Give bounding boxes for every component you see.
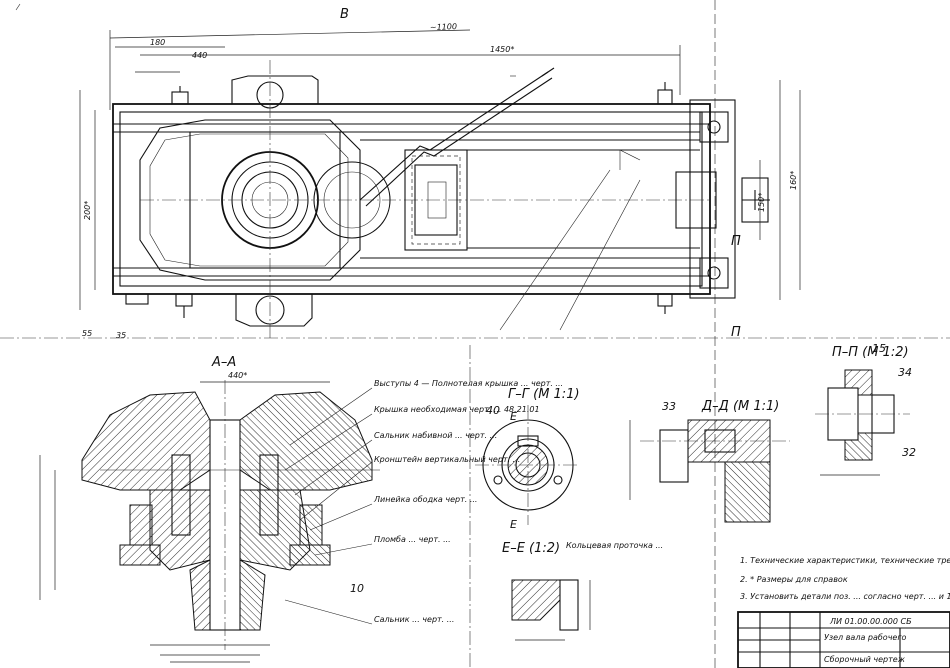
callout-e-top: Е — [510, 410, 517, 423]
dim-overall: ~1100 — [430, 22, 457, 32]
tech-note-3: 3. Установить детали поз. ... согласно ч… — [740, 592, 950, 601]
callout-33: 33 — [662, 400, 676, 413]
callout-34: 34 — [898, 366, 912, 379]
main-plan-view — [79, 29, 801, 340]
view-mark: В — [340, 7, 349, 22]
section-aa-dim: 440* — [228, 371, 247, 380]
leader-note-5: Линейка ободка черт. ... — [373, 495, 477, 504]
dim-200: 200* — [83, 201, 92, 220]
title-doc-number: ЛИ 01.00.00.000 СБ — [829, 617, 912, 626]
section-ee-note: Кольцевая проточка ... — [566, 541, 663, 550]
leader-notes: Выступы 4 — Полнотелая крышка ... черт. … — [350, 379, 563, 624]
section-mark-top: П — [731, 234, 741, 249]
dim-180: 180 — [150, 38, 165, 47]
callout-10: 10 — [350, 582, 364, 595]
dim-1450: 1450* — [490, 45, 514, 54]
dim-160: 160* — [789, 171, 798, 190]
section-gg-title: Г–Г (M 1:1) — [508, 387, 580, 402]
callout-32: 32 — [902, 446, 916, 459]
dim-440: 440 — [192, 51, 207, 60]
dim-150: 150* — [757, 193, 766, 212]
tech-note-2: 2. * Размеры для справок — [740, 575, 848, 584]
section-mark-bottom: П — [731, 325, 741, 340]
section-dd: Д–Д (M 1:1) 33 — [629, 399, 790, 523]
section-gg: Г–Г (M 1:1) 40 Е Е — [475, 387, 580, 531]
leader-note-3: Сальник набивной ... черт. ... — [374, 431, 497, 440]
leader-note-4: Кронштейн вертикальный черт. ... — [374, 455, 520, 464]
technical-notes: 1. Технические характеристики, техническ… — [740, 556, 950, 601]
leader-note-7: Сальник ... черт. ... — [374, 615, 454, 624]
dim-55: 55 — [82, 329, 92, 338]
section-ee-title: Е–Е (1:2) — [502, 541, 560, 556]
title-name-1: Узел вала рабочего — [824, 633, 907, 642]
section-pp-num: 15 — [872, 342, 886, 355]
main-dim-labels: В ~1100 180 440 1450* 200* 55 35 160* 15… — [82, 7, 798, 340]
leader-note-2: Крышка необходимая черт. ... 48.21.01 — [374, 405, 540, 414]
callout-40: 40 — [486, 404, 500, 417]
section-aa: А–А 440* — [39, 355, 380, 663]
section-dd-title: Д–Д (M 1:1) — [701, 399, 779, 414]
leader-note-6: Пломба ... черт. ... — [374, 535, 451, 544]
section-pp-title: П–П (M 1:2) — [832, 345, 909, 360]
section-aa-title: А–А — [211, 355, 236, 370]
callout-e-bottom: Е — [510, 518, 517, 531]
tech-note-1: 1. Технические характеристики, техническ… — [740, 556, 950, 565]
title-name-2: Сборочный чертеж — [824, 655, 906, 664]
section-ee: Е–Е (1:2) Кольцевая проточка ... — [502, 541, 663, 641]
dim-35: 35 — [116, 331, 126, 340]
leader-note-1: Выступы 4 — Полнотелая крышка ... черт. … — [374, 379, 563, 388]
section-pp: П–П (M 1:2) 15 34 32 — [815, 342, 916, 476]
title-block: ЛИ 01.00.00.000 СБ Узел вала рабочего Сб… — [737, 611, 950, 668]
